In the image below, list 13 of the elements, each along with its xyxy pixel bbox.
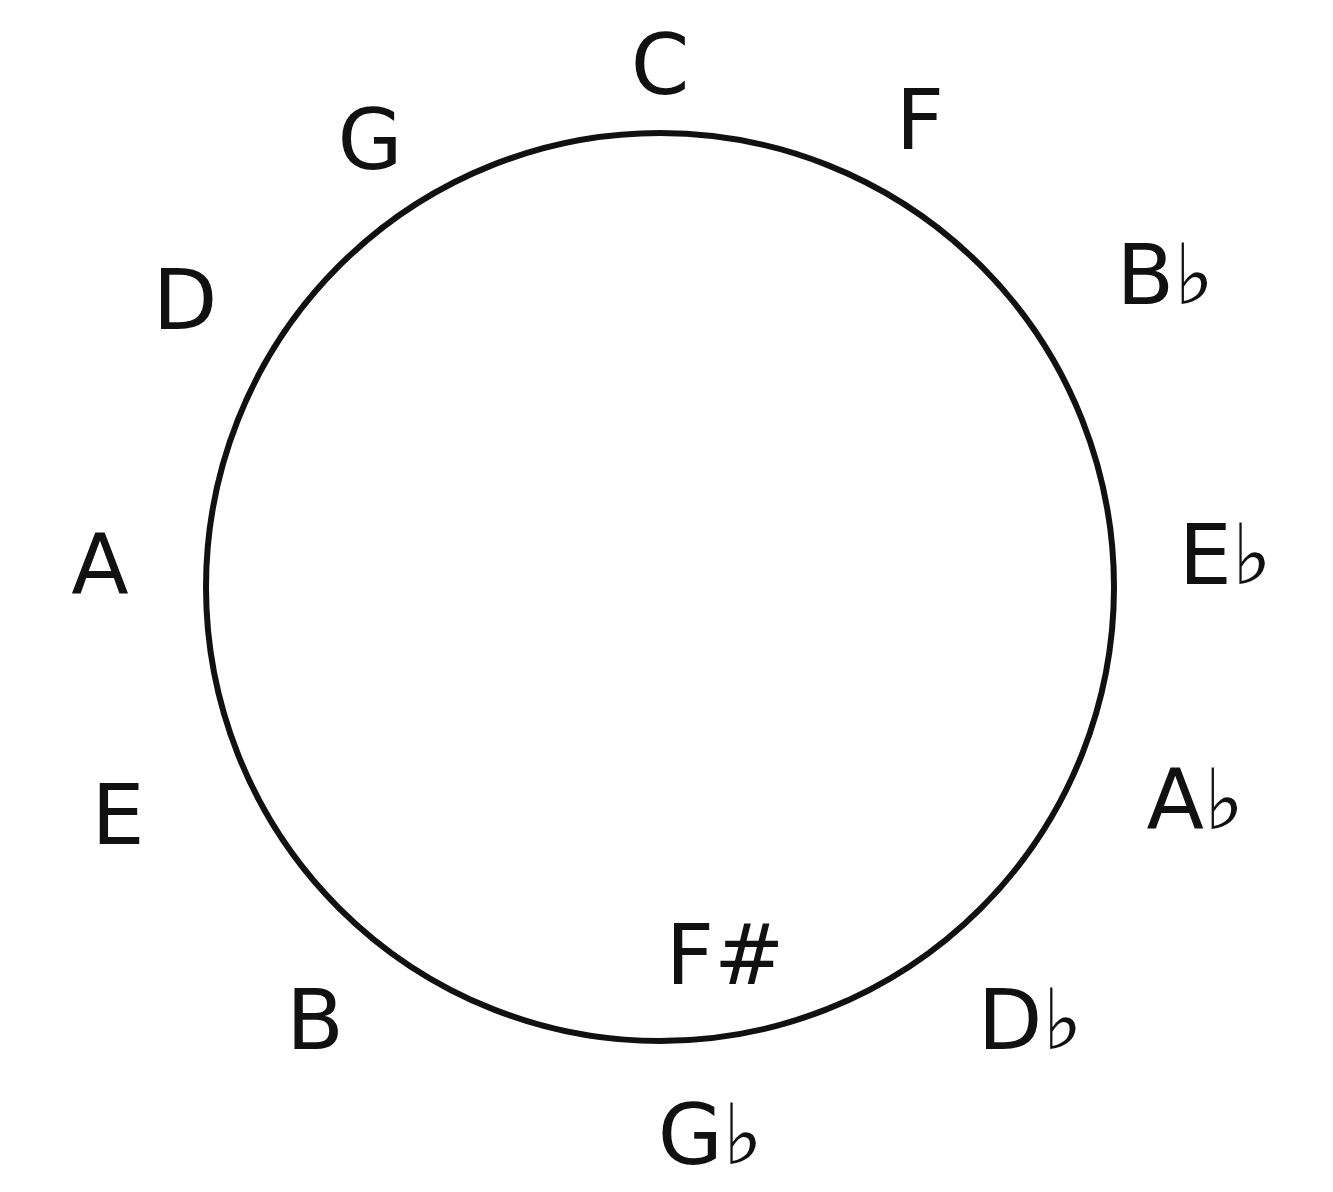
note-label: G♭ (657, 1093, 763, 1177)
note-label: D (152, 258, 218, 342)
note-label: A (71, 523, 129, 607)
note-label: E♭ (1178, 513, 1272, 597)
note-label: F (895, 78, 945, 162)
note-label: G (337, 98, 403, 182)
note-label: D♭ (977, 978, 1083, 1062)
note-label: E (91, 773, 145, 857)
note-label: C (630, 23, 690, 107)
note-label: A♭ (1146, 758, 1244, 842)
note-label: B♭ (1116, 233, 1214, 317)
note-label: B (286, 978, 344, 1062)
note-label: F# (665, 913, 785, 997)
